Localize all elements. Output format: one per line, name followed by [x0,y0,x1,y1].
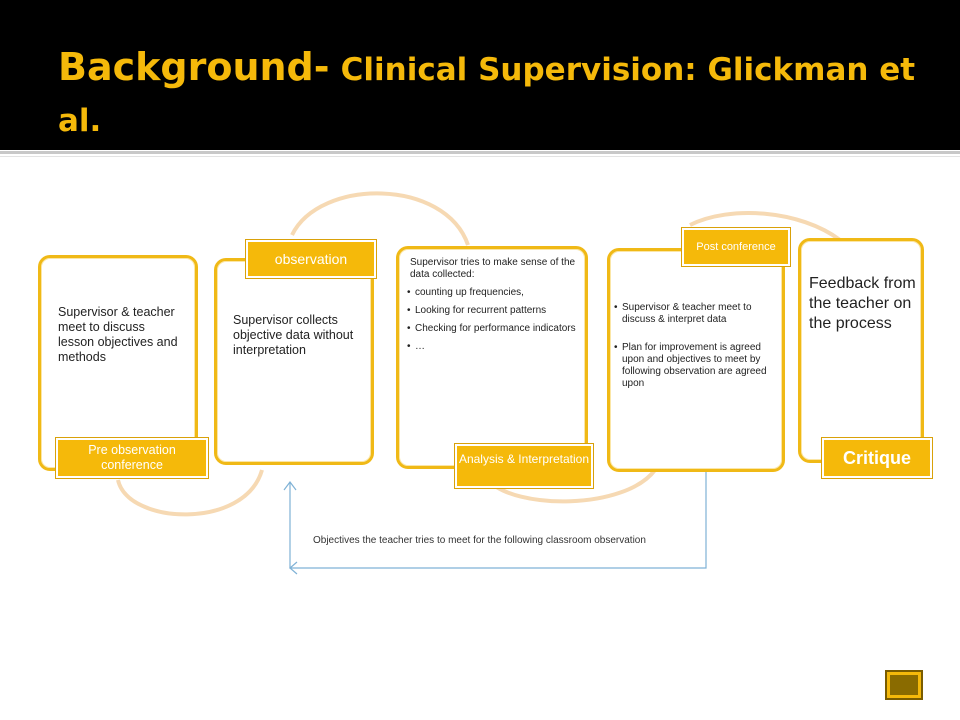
list-item: counting up frequencies, [407,287,577,299]
feedback-line [289,470,707,569]
home-nav-button[interactable] [885,670,923,700]
step-label-critique: Critique [821,437,933,479]
list-item: Checking for performance indicators [407,323,577,335]
arc-connector-1 [116,469,264,517]
title-bar [0,0,960,150]
analysis-bullet-list: counting up frequencies, Looking for rec… [407,287,577,353]
arc-connector-3 [486,468,657,504]
step-description: Supervisor & teacher meet to discuss les… [58,305,178,364]
step-card-pre-observation [38,255,198,471]
list-item: Looking for recurrent patterns [407,305,577,317]
feedback-note: Objectives the teacher tries to meet for… [313,535,646,546]
step-card-observation [214,258,374,465]
step-label-analysis: Analysis & Interpretation [454,443,594,489]
list-item: Supervisor & teacher meet to discuss & i… [614,302,776,326]
list-item: … [407,341,577,353]
title-divider [0,151,960,154]
title-main: Background- [58,45,330,89]
step-card-analysis [396,246,588,469]
post-conference-bullet-list: Supervisor & teacher meet to discuss & i… [614,302,776,390]
list-item: Plan for improvement is agreed upon and … [614,342,776,390]
home-icon [890,675,918,695]
arc-connector-4 [689,211,842,242]
feedback-arrowhead-left [289,561,298,575]
post-conference-content: Supervisor & teacher meet to discuss & i… [614,296,776,390]
step-description: Feedback from the teacher on the process [809,275,916,332]
step-card-critique [798,238,924,463]
analysis-intro: Supervisor tries to make sense of the da… [410,257,576,280]
analysis-content: Supervisor tries to make sense of the da… [407,257,577,353]
step-label-observation: observation [245,239,377,279]
title-divider-thin [0,156,960,157]
title-sub: Clinical Supervision: Glickman et al. [58,52,916,139]
slide-title: Background- Clinical Supervision: Glickm… [58,42,938,146]
step-label-pre-observation: Pre observation conference [55,437,209,479]
feedback-arrowhead-top [283,481,297,491]
step-description: Supervisor collects objective data witho… [233,313,354,357]
arc-connector-2 [290,191,470,246]
step-label-post-conference: Post conference [681,227,791,267]
